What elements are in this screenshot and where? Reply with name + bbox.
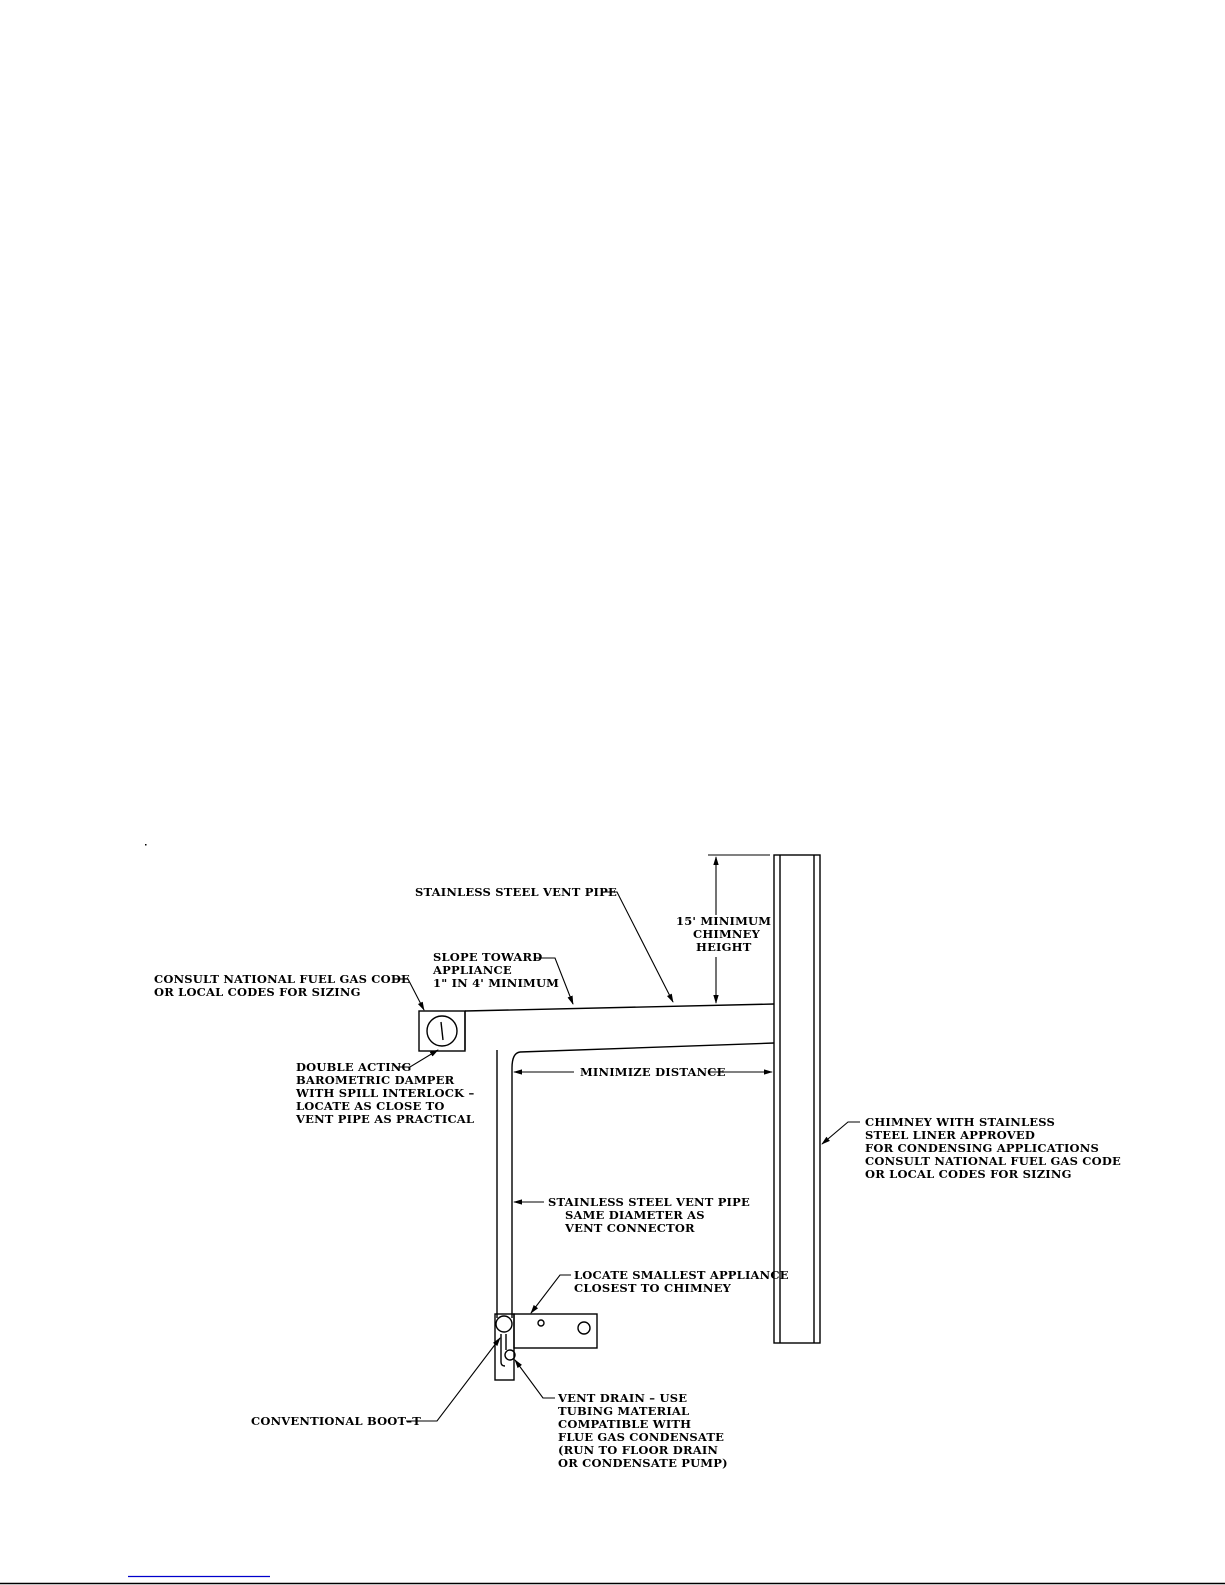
slope-leader [536, 957, 574, 1005]
slope-label-line-2: APPLIANCE [432, 963, 512, 977]
slope-label-line-1: SLOPE TOWARD [433, 950, 542, 964]
damper-label-line-2: BAROMETRIC DAMPER [296, 1073, 455, 1087]
vertical-vent-pipe [496, 1050, 521, 1318]
minimize-distance-label: MINIMIZE DISTANCE [580, 1065, 726, 1079]
damper-label-line-5: VENT PIPE AS PRACTICAL [295, 1112, 474, 1126]
damper-label-line-3: WITH SPILL INTERLOCK – [295, 1086, 474, 1100]
chimney-leader [821, 1121, 860, 1145]
consult-top-leader [394, 978, 425, 1011]
vertical-pipe-label-line-2: SAME DIAMETER AS [565, 1208, 705, 1222]
chimney-label-line-4: CONSULT NATIONAL FUEL GAS CODE [865, 1154, 1121, 1168]
vent-drain-line-4: FLUE GAS CONDENSATE [558, 1430, 724, 1444]
vent-drain-line-6: OR CONDENSATE PUMP) [558, 1456, 728, 1470]
vent-pipe-top-label: STAINLESS STEEL VENT PIPE [415, 885, 617, 899]
chimney-label-line-2: STEEL LINER APPROVED [865, 1128, 1035, 1142]
consult-top-line-2: OR LOCAL CODES FOR SIZING [154, 985, 361, 999]
damper-label-line-1: DOUBLE ACTING [296, 1060, 412, 1074]
vertical-pipe-label-line-1: STAINLESS STEEL VENT PIPE [548, 1195, 750, 1209]
horizontal-vent-pipe [464, 1003, 775, 1053]
height-dimension [708, 854, 770, 1004]
consult-top-line-1: CONSULT NATIONAL FUEL GAS CODE [154, 972, 410, 986]
vent-drain-line-1: VENT DRAIN – USE [557, 1391, 687, 1405]
height-label-line-3: HEIGHT [696, 940, 752, 954]
chimney-label-line-1: CHIMNEY WITH STAINLESS [865, 1115, 1055, 1129]
speck-mark [145, 844, 147, 846]
height-label-line-2: CHIMNEY [693, 927, 761, 941]
smallest-appliance-leader [530, 1274, 571, 1314]
vent-drain-leader [514, 1359, 555, 1399]
boot-t-label: CONVENTIONAL BOOT–T [251, 1414, 421, 1428]
height-label-line-1: 15' MINIMUM [676, 914, 771, 928]
vent-drain-line-2: TUBING MATERIAL [558, 1404, 689, 1418]
smallest-appliance-line-1: LOCATE SMALLEST APPLIANCE [574, 1268, 789, 1282]
barometric-damper [418, 1010, 466, 1052]
chimney-label-line-3: FOR CONDENSING APPLICATIONS [865, 1141, 1099, 1155]
smallest-appliance-line-2: CLOSEST TO CHIMNEY [574, 1281, 732, 1295]
appliance [494, 1313, 598, 1381]
chimney-label-line-5: OR LOCAL CODES FOR SIZING [865, 1167, 1072, 1181]
vent-drain-line-3: COMPATIBLE WITH [558, 1417, 691, 1431]
vertical-pipe-label-line-3: VENT CONNECTOR [564, 1221, 695, 1235]
vent-drain-line-5: (RUN TO FLOOR DRAIN [558, 1443, 718, 1457]
chimney [773, 854, 821, 1344]
boot-t-leader [406, 1337, 501, 1422]
vent-pipe-top-leader [603, 891, 674, 1003]
damper-leader [398, 1049, 439, 1068]
slope-label-line-3: 1" IN 4' MINIMUM [433, 976, 559, 990]
damper-label-line-4: LOCATE AS CLOSE TO [296, 1099, 445, 1113]
